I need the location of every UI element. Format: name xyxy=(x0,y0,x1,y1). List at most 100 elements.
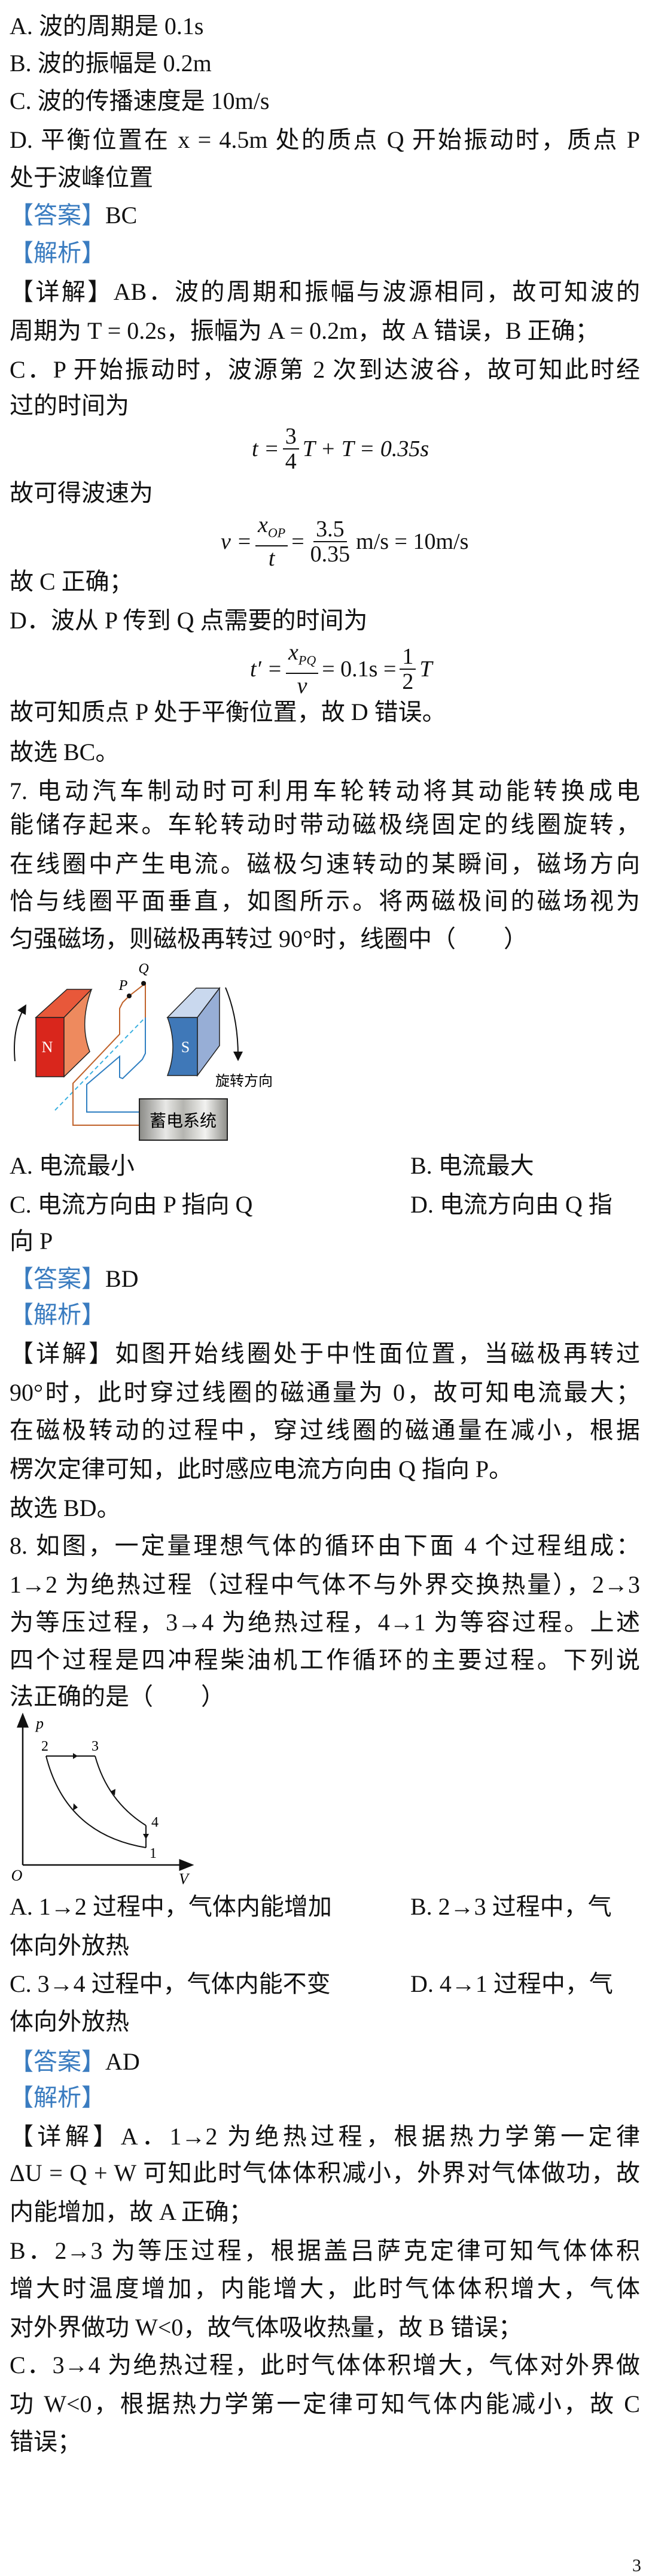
south-magnet: S xyxy=(166,986,221,1077)
storage-label: 蓄电系统 xyxy=(150,1111,217,1131)
page-number: 3 xyxy=(632,2556,641,2575)
denominator: t xyxy=(268,545,275,571)
option-b: B. 电流最大 xyxy=(410,1152,534,1179)
explain-line: 错误； xyxy=(10,2428,81,2455)
explain-line: 过的时间为 xyxy=(10,392,129,419)
formula-lhs: t = xyxy=(252,436,279,461)
option-c: C. 3→4 过程中，气体内能不变 xyxy=(10,1970,331,1997)
option-a: A. 波的周期是 0.1s xyxy=(10,13,204,40)
label-p: P xyxy=(118,978,128,994)
denominator: 2 xyxy=(402,669,414,694)
answer-row: 【答案】AD xyxy=(10,2048,140,2076)
question-stem: 在线圈中产生电流。磁极匀速转动的某瞬间，磁场方向 xyxy=(10,850,640,877)
explain-line: B．2→3 为等压过程，根据盖吕萨克定律可知气体体积 xyxy=(10,2237,640,2264)
option-c: C. 波的传播速度是 10m/s xyxy=(10,87,270,114)
question-stem: 能储存起来。车轮转动时带动磁极绕固定的线圈旋转， xyxy=(10,811,640,838)
subscript: OP xyxy=(267,525,286,540)
analysis-label: 【解析】 xyxy=(10,1301,105,1328)
var-x: x xyxy=(258,512,268,537)
coil-blue-wire xyxy=(86,1017,146,1113)
numerator: 3 xyxy=(282,424,299,449)
option-b-cont: 体向外放热 xyxy=(10,1932,129,1959)
question-stem: 7. 电动汽车制动时可利用车轮转动将其动能转换成电 xyxy=(10,777,640,804)
question-stem: 恰与线圈平面垂直，如图所示。将两磁极间的磁场视为 xyxy=(10,888,640,915)
conclusion: 故选 BD。 xyxy=(10,1494,121,1521)
process-3-4 xyxy=(95,1755,147,1826)
point-label-3: 3 xyxy=(92,1739,99,1754)
y-axis-label: p xyxy=(35,1715,44,1732)
answer-value: AD xyxy=(105,2048,140,2075)
explain-line: 内能增加，故 A 正确； xyxy=(10,2198,253,2225)
explain-line: 周期为 T = 0.2s，振幅为 A = 0.2m，故 A 错误，B 正确； xyxy=(10,317,599,344)
analysis-label: 【解析】 xyxy=(10,2084,105,2111)
option-d: D. 平衡位置在 x = 4.5m 处的质点 Q 开始振动时，质点 P xyxy=(10,126,640,153)
numerator: xOP xyxy=(255,513,288,546)
explain-line: 故可知质点 P 处于平衡位置，故 D 错误。 xyxy=(10,698,446,725)
x-axis-label: V xyxy=(179,1870,190,1888)
explain-line: 故 C 正确； xyxy=(10,568,133,595)
explain-line: 【详解】如图开始线圈处于中性面位置，当磁极再转过 xyxy=(10,1340,640,1367)
equals: = xyxy=(291,528,304,554)
formula-rhs: T xyxy=(419,656,432,682)
rotation-label: 旋转方向 xyxy=(215,1073,273,1089)
explain-line: ΔU = Q + W 可知此时气体体积减小，外界对气体做功，故 xyxy=(10,2159,640,2186)
option-d: D. 电流方向由 Q 指 xyxy=(410,1191,613,1218)
subscript: PQ xyxy=(298,652,316,668)
north-label: N xyxy=(42,1038,53,1056)
option-d: D. 4→1 过程中，气 xyxy=(410,1970,613,1997)
explain-line: 楞次定律可知，此时感应电流方向由 Q 指向 P。 xyxy=(10,1456,513,1483)
explain-line: 功 W<0，根据热力学第一定律可知气体内能减小，故 C xyxy=(10,2390,640,2417)
answer-value: BC xyxy=(105,202,138,229)
process-1-2 xyxy=(45,1755,147,1848)
origin-label: O xyxy=(11,1867,23,1884)
explain-line: 对外界做功 W<0，故气体吸收热量，故 B 错误； xyxy=(10,2314,522,2341)
answer-label: 【答案】 xyxy=(10,1265,105,1292)
point-p xyxy=(127,994,132,998)
var-x: x xyxy=(288,640,298,665)
explain-line: 90°时，此时穿过线圈的磁通量为 0，故可知电流最大； xyxy=(10,1379,640,1406)
question-stem: 四个过程是四冲程柴油机工作循环的主要过程。下列说 xyxy=(10,1647,640,1673)
explain-line: 故可得波速为 xyxy=(10,479,153,506)
answer-row: 【答案】BC xyxy=(10,202,137,229)
point-q xyxy=(141,981,146,986)
numerator: xPQ xyxy=(286,640,319,674)
answer-label: 【答案】 xyxy=(10,2048,105,2075)
question-stem: 8. 如图，一定量理想气体的循环由下面 4 个过程组成： xyxy=(10,1532,640,1559)
label-q: Q xyxy=(138,961,148,977)
question-stem: 为等压过程，3→4 为绝热过程，4→1 为等容过程。上述 xyxy=(10,1609,640,1636)
option-b: B. 波的振幅是 0.2m xyxy=(10,50,212,77)
rotation-arrow-right xyxy=(225,987,243,1061)
arrow-1-2 xyxy=(73,1803,78,1811)
rotation-arrow-left xyxy=(14,1004,26,1062)
answer-row: 【答案】BD xyxy=(10,1265,139,1293)
analysis-label: 【解析】 xyxy=(10,239,105,266)
option-d-cont: 处于波峰位置 xyxy=(10,164,153,191)
option-a: A. 电流最小 xyxy=(10,1152,135,1179)
generator-figure: N S P Q 旋转方向 蓄电系统 xyxy=(14,961,273,1141)
formula-lhs: v = xyxy=(221,528,252,554)
numerator: 3.5 xyxy=(313,517,347,542)
arrow-4-1 xyxy=(143,1834,149,1839)
explain-line: 【详解】AB．波的周期和振幅与波源相同，故可知波的 xyxy=(10,278,640,305)
arrow-3-4 xyxy=(111,1789,115,1796)
point-label-4: 4 xyxy=(151,1815,159,1830)
option-d-cont: 体向外放热 xyxy=(10,2008,129,2035)
formula-rhs: m/s = 10m/s xyxy=(356,528,469,554)
arrow-2-3 xyxy=(73,1753,78,1759)
denominator: v xyxy=(297,673,307,698)
denominator: 0.35 xyxy=(310,541,351,567)
question-stem: 1→2 为绝热过程（过程中气体不与外界交换热量），2→3 xyxy=(10,1571,640,1598)
option-a: A. 1→2 过程中，气体内能增加 xyxy=(10,1893,332,1920)
answer-value: BD xyxy=(105,1265,139,1292)
point-label-2: 2 xyxy=(41,1739,48,1754)
option-d-cont: 向 P xyxy=(10,1228,53,1254)
explain-line: C．3→4 为绝热过程，此时气体体积增大，气体对外界做 xyxy=(10,2352,640,2378)
question-stem: 匀强磁场，则磁极再转过 90°时，线圈中（ ） xyxy=(10,925,528,952)
